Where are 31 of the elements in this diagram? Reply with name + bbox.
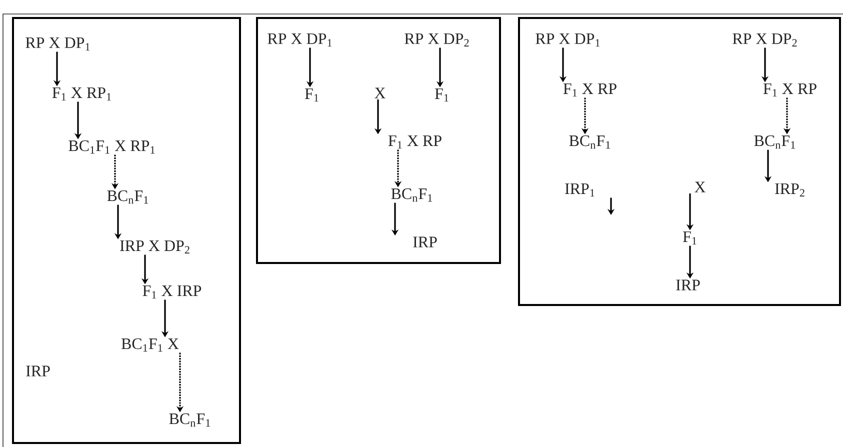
- cross-label: F$_{1}$: [304, 88, 318, 102]
- cross-label: BC$_{n}$F$_{1}$: [107, 190, 148, 204]
- cross-label: BC$_{n}$F$_{1}$: [754, 135, 796, 149]
- cross-label: BC$_{n}$F$_{1}$: [569, 135, 610, 149]
- cross-label: BC$_{1}$F$_{1}$ X: [121, 338, 179, 352]
- cross-label: RP X DP$_{1}$: [268, 33, 332, 47]
- cross-label: BC$_{n}$F$_{1}$: [169, 413, 210, 427]
- panel-box: [256, 17, 501, 264]
- cross-label: IRP: [413, 236, 437, 248]
- panel-box: [12, 17, 241, 444]
- cross-label: IRP$_{1}$: [565, 183, 594, 197]
- cross-label: IRP: [26, 366, 50, 376]
- cross-label: RP X DP$_{2}$: [404, 33, 469, 47]
- cross-label: X: [694, 182, 706, 192]
- cross-label: F$_{1}$ X RP: [763, 83, 816, 97]
- cross-label: F$_{1}$: [434, 88, 448, 102]
- cross-label: IRP X DP$_{2}$: [120, 240, 190, 254]
- cross-label: F$_{1}$ X RP: [388, 135, 442, 149]
- cross-label: F$_{1}$ X RP: [563, 83, 616, 97]
- cross-label: IRP$_{2}$: [775, 183, 804, 197]
- cross-label: F$_{1}$ X IRP: [142, 285, 202, 299]
- cross-label: RP X DP$_{1}$: [536, 33, 600, 47]
- cross-label: X: [374, 88, 386, 98]
- cross-label: BC$_{n}$F$_{1}$: [391, 188, 432, 202]
- cross-label: F$_{1}$ X RP$_{1}$: [52, 87, 111, 101]
- cross-label: BC$_{1}$F$_{1}$ X RP$_{1}$: [68, 140, 155, 154]
- cross-label: IRP: [676, 280, 700, 290]
- cross-label: RP X DP$_{2}$: [732, 33, 797, 47]
- cross-label: RP X DP$_{1}$: [26, 37, 90, 51]
- panel-box: [518, 17, 841, 306]
- cross-label: F$_{1}$: [682, 231, 696, 245]
